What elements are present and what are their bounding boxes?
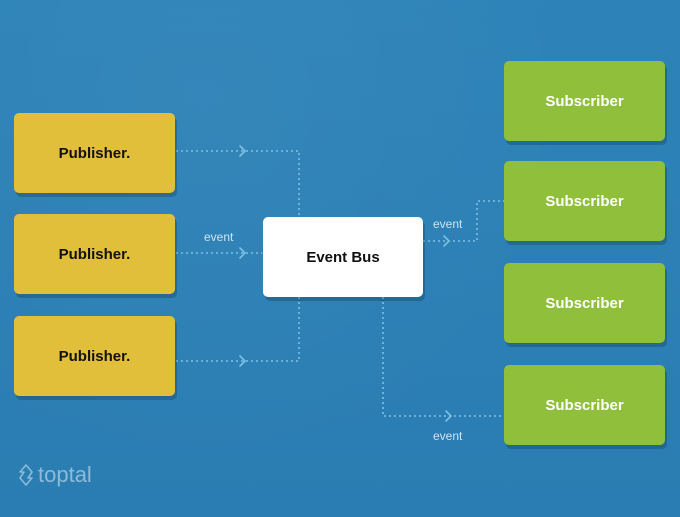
subscriber-label: Subscriber [545,294,624,312]
subscriber-box-4: Subscriber [504,365,665,445]
publisher-1-connector [176,150,300,217]
event-bus-label: Event Bus [306,248,380,266]
subscriber-box-1: Subscriber [504,61,665,141]
bus-to-subscriber-4-connector [382,297,504,417]
arrow-head [443,235,451,247]
publisher-event-label: event [204,230,234,244]
arrow-head [239,145,247,157]
publisher-label: Publisher. [58,144,131,162]
publisher-box-1: Publisher. [14,113,175,193]
arrow-head [239,247,247,259]
subscriber-label: Subscriber [545,396,624,414]
subscriber-box-3: Subscriber [504,263,665,343]
subscriber-label: Subscriber [545,92,624,110]
subscriber-event-label-bottom: event [433,429,463,443]
subscriber-event-label-top: event [433,217,463,231]
publisher-box-2: Publisher. [14,214,175,294]
toptal-logo-icon [19,464,33,486]
publisher-label: Publisher. [58,245,131,263]
toptal-logo-text: toptal [38,462,92,487]
event-bus-box: Event Bus [263,217,423,297]
subscriber-box-2: Subscriber [504,161,665,241]
publisher-label: Publisher. [58,347,131,365]
publisher-3-connector [176,297,300,362]
arrow-head [445,410,453,422]
arrow-head [239,355,247,367]
toptal-logo: toptal [18,462,92,488]
publisher-box-3: Publisher. [14,316,175,396]
subscriber-label: Subscriber [545,192,624,210]
